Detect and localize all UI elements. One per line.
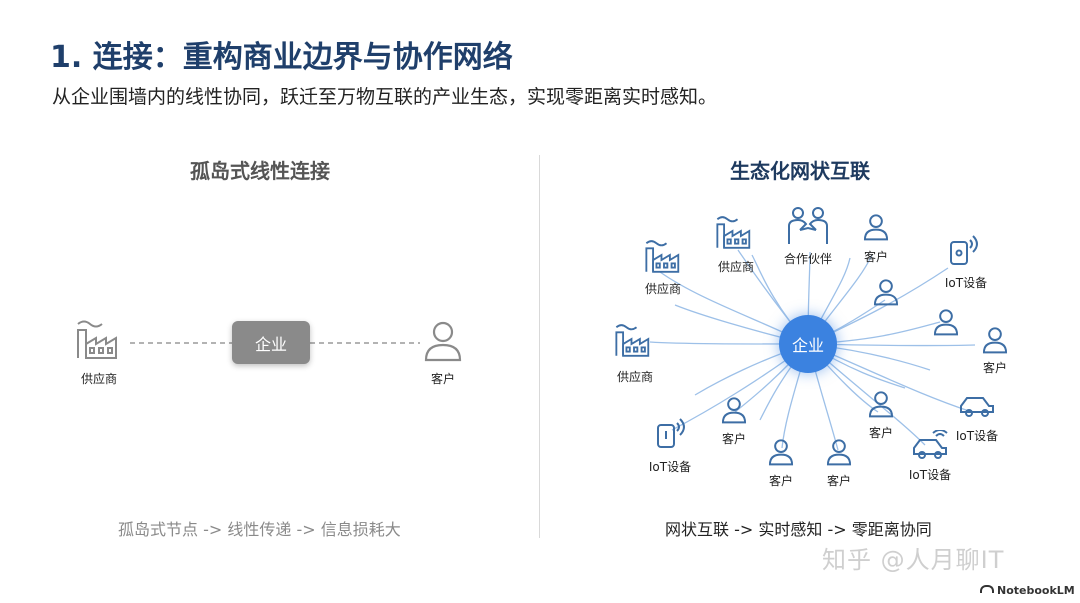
iot-sensor-icon — [950, 235, 978, 265]
person-icon — [868, 391, 894, 418]
factory-icon — [716, 216, 751, 249]
supplier-label: 供应商 — [644, 282, 682, 296]
person-icon — [863, 214, 889, 241]
watermark: 知乎 @人月聊IT — [822, 546, 1005, 574]
iot-sensor-icon — [657, 418, 685, 448]
iot-device-label: IoT设备 — [955, 429, 999, 443]
customer-label: 客户 — [982, 361, 1008, 375]
right-panel-caption: 网状互联 -> 实时感知 -> 零距离协同 — [665, 520, 932, 539]
supplier-label: 供应商 — [616, 370, 654, 384]
left-supplier-label: 供应商 — [80, 372, 118, 386]
left-panel-title: 孤岛式线性连接 — [190, 159, 330, 183]
right-panel-title: 生态化网状互联 — [730, 159, 870, 183]
customer-label: 客户 — [868, 426, 894, 440]
iot-device-label: IoT设备 — [908, 468, 952, 482]
customer-label: 客户 — [721, 432, 747, 446]
person-icon — [768, 439, 794, 466]
customer-label: 客户 — [768, 474, 794, 488]
hub-enterprise-node: 企业 — [779, 315, 837, 373]
iot-car-icon — [913, 430, 948, 459]
left-connector-lines — [130, 342, 420, 344]
left-customer-label: 客户 — [430, 372, 456, 386]
factory-icon — [645, 240, 680, 273]
page-title: 1. 连接：重构商业边界与协作网络 — [50, 40, 513, 75]
page-subtitle: 从企业围墙内的线性协同，跃迁至万物互联的产业生态，实现零距离实时感知。 — [52, 86, 718, 108]
person-icon — [873, 279, 899, 306]
left-enterprise-node: 企业 — [232, 321, 310, 364]
person-icon — [721, 397, 747, 424]
person-icon — [982, 327, 1008, 354]
supplier-label: 供应商 — [717, 260, 755, 274]
left-panel-caption: 孤岛式节点 -> 线性传递 -> 信息损耗大 — [118, 520, 401, 539]
iot-car-icon — [960, 397, 994, 417]
panel-divider — [539, 155, 540, 538]
person-icon — [826, 439, 852, 466]
customer-label: 客户 — [863, 250, 889, 264]
customer-label: 客户 — [826, 474, 852, 488]
iot-device-label: IoT设备 — [648, 460, 692, 474]
person-icon — [424, 321, 462, 362]
brand-logo: NotebookLM — [980, 584, 1075, 597]
handshake-partners-icon — [788, 207, 828, 244]
brand-label: NotebookLM — [997, 584, 1075, 597]
partner-label: 合作伙伴 — [783, 252, 833, 266]
factory-icon — [77, 320, 117, 359]
iot-device-label: IoT设备 — [944, 276, 988, 290]
person-icon — [933, 309, 959, 336]
factory-icon — [615, 324, 650, 357]
notebooklm-icon — [980, 585, 994, 593]
